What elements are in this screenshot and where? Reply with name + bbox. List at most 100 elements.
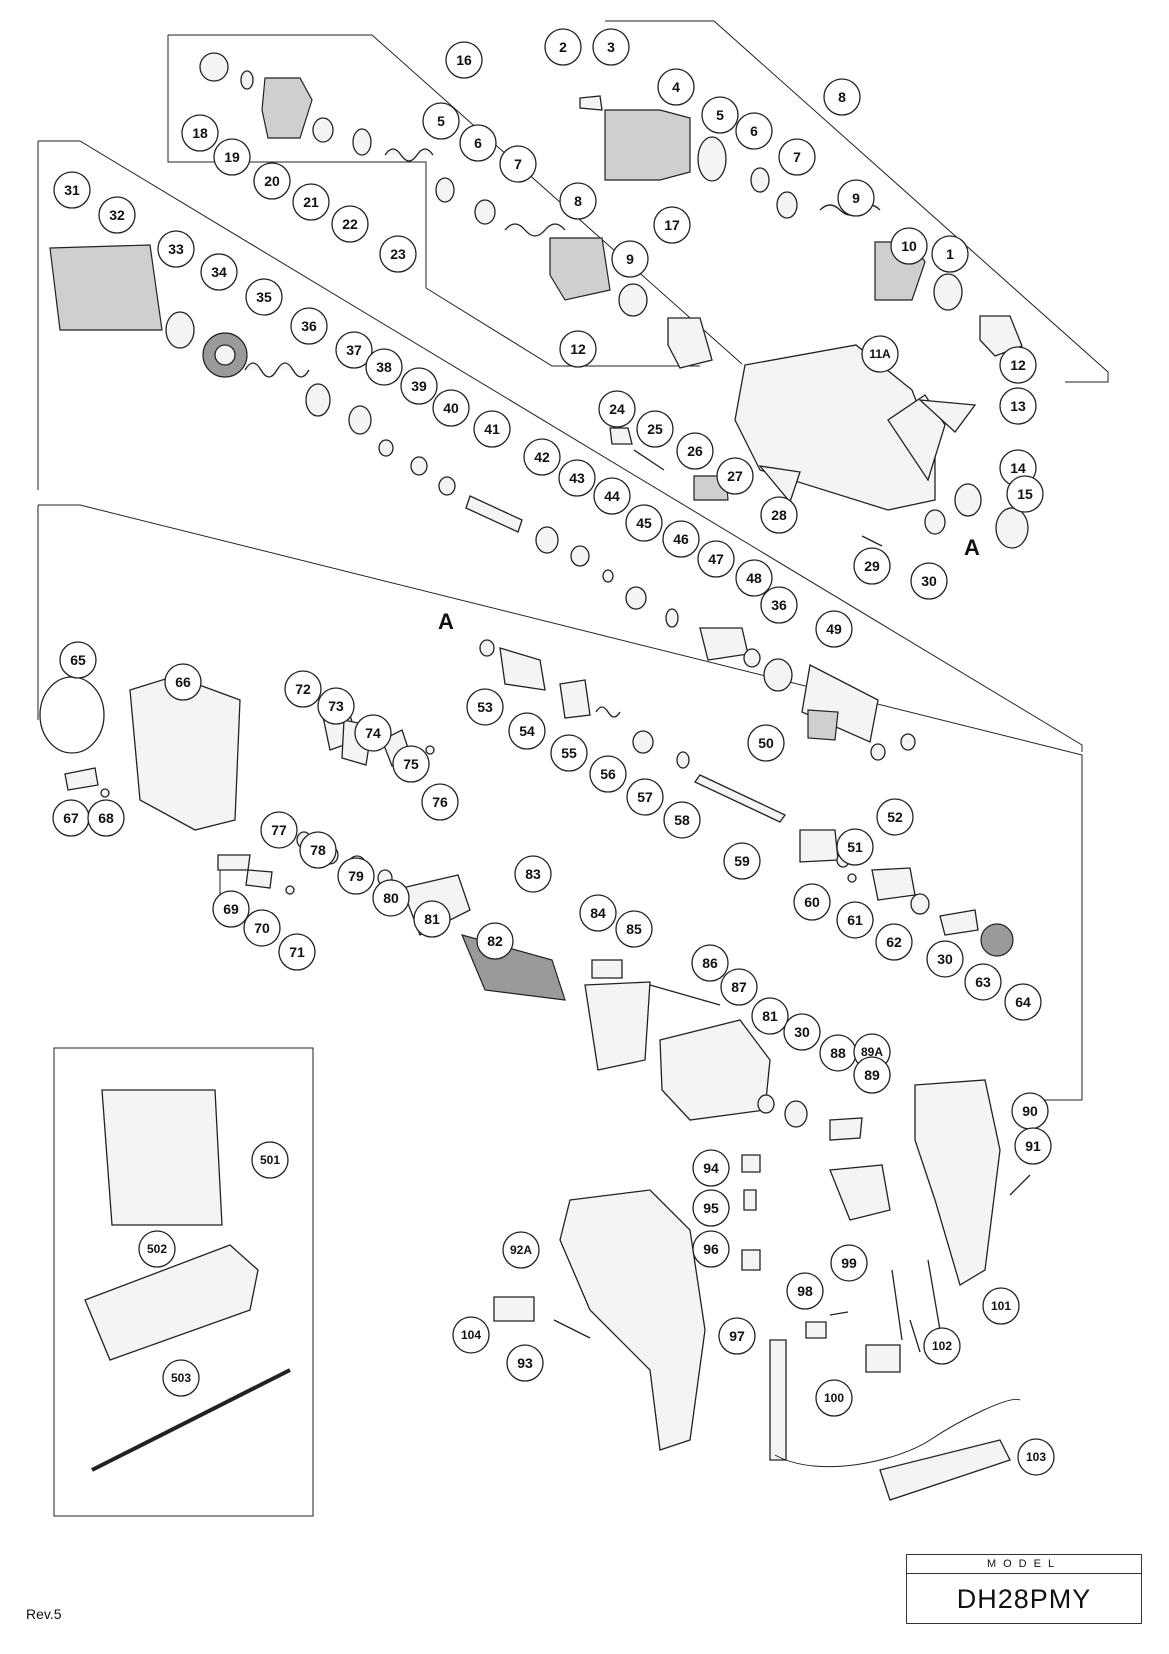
callout-number: 91 (1025, 1138, 1041, 1154)
part-callout-7: 7 (778, 138, 816, 176)
callout-circle (473, 410, 511, 448)
callout-circle (701, 96, 739, 134)
callout-circle (815, 610, 853, 648)
callout-circle (445, 41, 483, 79)
callout-number: 71 (289, 944, 305, 960)
callout-circle (299, 831, 337, 869)
callout-number: 36 (301, 318, 317, 334)
callout-number: 12 (1010, 357, 1026, 373)
part-callout-8: 8 (559, 182, 597, 220)
part-callout-76: 76 (421, 783, 459, 821)
callout-circle (735, 112, 773, 150)
callout-circle (245, 278, 283, 316)
part-callout-10: 10 (890, 227, 928, 265)
part-callout-7: 7 (499, 145, 537, 183)
part-callout-92A: 92A (502, 1231, 540, 1269)
callout-circle (87, 799, 125, 837)
part-callout-50: 50 (747, 724, 785, 762)
callout-number: 57 (637, 789, 653, 805)
callout-number: 23 (390, 246, 406, 262)
part-callout-86: 86 (691, 944, 729, 982)
callout-circle (372, 879, 410, 917)
part-callout-94: 94 (692, 1149, 730, 1187)
part-callout-5: 5 (422, 102, 460, 140)
callout-number: 3 (607, 39, 615, 55)
part-callout-3: 3 (592, 28, 630, 66)
callout-number: 101 (991, 1299, 1011, 1313)
callout-circle (558, 459, 596, 497)
callout-circle (760, 496, 798, 534)
part-callout-65: 65 (59, 641, 97, 679)
part-callout-98: 98 (786, 1272, 824, 1310)
part-callout-71: 71 (278, 933, 316, 971)
callout-number: 11A (869, 347, 891, 361)
callout-number: 89 (864, 1067, 880, 1083)
part-callout-26: 26 (676, 432, 714, 470)
callout-circle (579, 894, 617, 932)
callout-number: 67 (63, 810, 79, 826)
callout-number: 81 (762, 1008, 778, 1024)
callout-number: 75 (403, 756, 419, 772)
part-callout-51: 51 (836, 828, 874, 866)
callout-number: 22 (342, 216, 358, 232)
callout-circle (662, 520, 700, 558)
callout-circle (982, 1287, 1020, 1325)
part-callout-84: 84 (579, 894, 617, 932)
callout-number: 77 (271, 822, 287, 838)
callout-number: 86 (702, 955, 718, 971)
callout-circle (413, 900, 451, 938)
callout-number: 30 (921, 573, 937, 589)
callout-number: 50 (758, 735, 774, 751)
callout-circle (923, 1327, 961, 1365)
callout-number: 99 (841, 1255, 857, 1271)
callout-circle (379, 235, 417, 273)
callout-circle (626, 778, 664, 816)
callout-circle (544, 28, 582, 66)
callout-circle (593, 477, 631, 515)
part-callout-30: 30 (783, 1013, 821, 1051)
callout-number: 66 (175, 674, 191, 690)
part-callout-54: 54 (508, 712, 546, 750)
section-marker-left: A (438, 609, 454, 634)
callout-number: 18 (192, 125, 208, 141)
part-callout-41: 41 (473, 410, 511, 448)
part-callout-102: 102 (923, 1327, 961, 1365)
spindle-assembly (479, 639, 1014, 957)
callout-circle (499, 145, 537, 183)
callout-number: 13 (1010, 398, 1026, 414)
callout-number: 25 (647, 421, 663, 437)
callout-circle (138, 1230, 176, 1268)
callout-number: 82 (487, 933, 503, 949)
callout-circle (251, 1141, 289, 1179)
callout-circle (875, 923, 913, 961)
part-callout-96: 96 (692, 1230, 730, 1268)
part-callout-63: 63 (964, 963, 1002, 1001)
callout-number: 69 (223, 901, 239, 917)
part-callout-11A: 11A (861, 335, 899, 373)
model-name: DH28PMY (956, 1584, 1092, 1614)
section-marker-right: A (964, 535, 980, 560)
callout-circle (615, 910, 653, 948)
part-callout-93: 93 (506, 1344, 544, 1382)
callout-circle (1006, 475, 1044, 513)
part-callout-37: 37 (335, 331, 373, 369)
part-callout-40: 40 (432, 389, 470, 427)
callout-circle (657, 68, 695, 106)
callout-circle (691, 944, 729, 982)
callout-circle (284, 670, 322, 708)
assembly-frame-lines (37, 20, 1109, 1100)
callout-number: 98 (797, 1283, 813, 1299)
callout-circle (514, 855, 552, 893)
lower-frame-lines (37, 712, 1082, 1101)
callout-number: 73 (328, 698, 344, 714)
callout-circle (836, 901, 874, 939)
callout-number: 21 (303, 194, 319, 210)
part-callout-85: 85 (615, 910, 653, 948)
part-callout-43: 43 (558, 459, 596, 497)
callout-circle (692, 1230, 730, 1268)
callout-number: 74 (365, 725, 381, 741)
callout-circle (663, 801, 701, 839)
callout-number: 70 (254, 920, 270, 936)
callout-circle (815, 1379, 853, 1417)
